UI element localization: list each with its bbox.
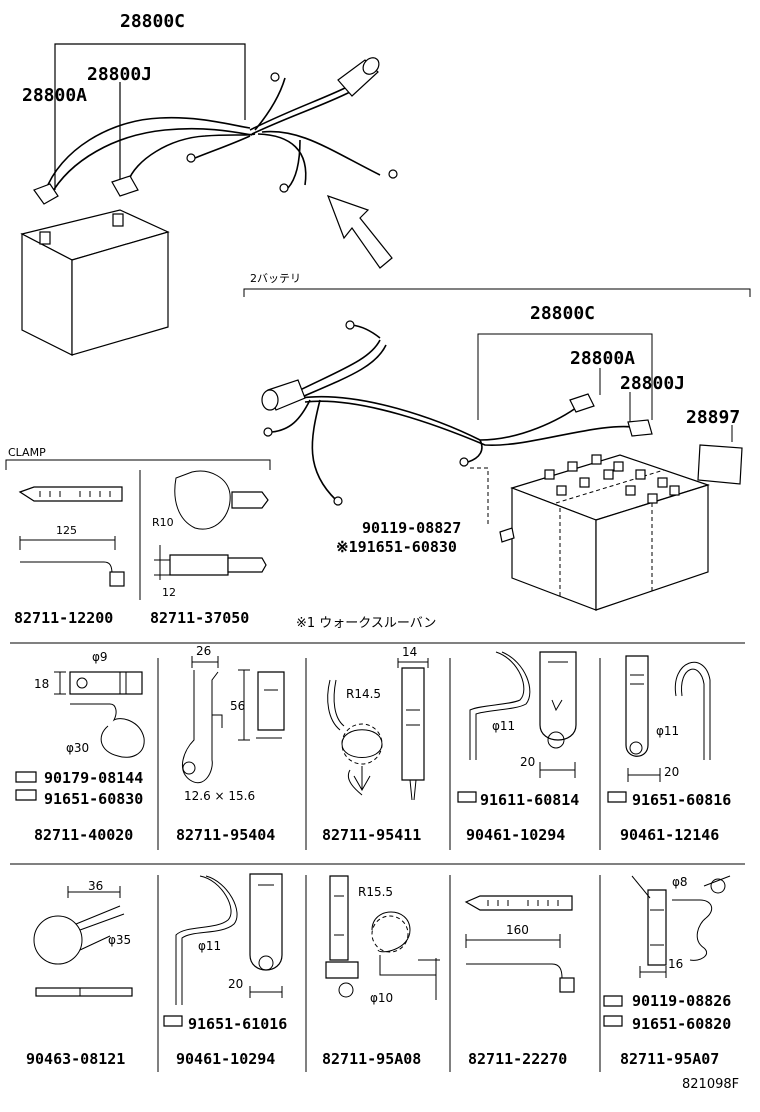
r3c2-bolt: 91651-61016 bbox=[188, 1015, 287, 1033]
dual-battery-group: 2バッテリ bbox=[243, 272, 751, 631]
r3c2-part: 90461-10294 bbox=[176, 1050, 275, 1068]
r2c2-dim-hole: 12.6 × 15.6 bbox=[184, 789, 255, 803]
label-28800a-top: 28800A bbox=[22, 85, 87, 106]
r2c4-dim-20: 20 bbox=[520, 755, 535, 769]
r2c4-part: 90461-10294 bbox=[466, 826, 565, 844]
r3c3-drawing bbox=[325, 875, 440, 1000]
bolt-part-90119-08827: 90119-08827 bbox=[362, 519, 461, 537]
r2c1-drawing bbox=[15, 671, 145, 801]
r2c1-part: 82711-40020 bbox=[34, 826, 133, 844]
r3c5-part: 82711-95A07 bbox=[620, 1050, 719, 1068]
r2c3-drawing bbox=[327, 658, 429, 801]
terminal-ring-dual-3 bbox=[333, 496, 343, 506]
r3c3-dim-r15-5: R15.5 bbox=[358, 885, 393, 899]
r3c5-drawing bbox=[603, 875, 731, 1027]
terminal-ring-top-3 bbox=[279, 183, 289, 193]
r3c2-dim-20: 20 bbox=[228, 977, 243, 991]
r3c3-dim-phi10: φ10 bbox=[370, 991, 393, 1005]
label-28800c-top: 28800C bbox=[120, 11, 185, 32]
r3c4-dim-160: 160 bbox=[506, 923, 529, 937]
r2c2-dim-26: 26 bbox=[196, 644, 211, 658]
terminal-ring-top-2 bbox=[186, 153, 196, 163]
terminal-clamp-j-dual bbox=[627, 419, 653, 437]
r2c2-part: 82711-95404 bbox=[176, 826, 275, 844]
battery-dual bbox=[510, 454, 710, 611]
clamp-group: CLAMP 125 R10 12 82711-12200 82711-37050 bbox=[5, 446, 271, 627]
r3c1-dim-36: 36 bbox=[88, 879, 103, 893]
r3c4-part: 82711-22270 bbox=[468, 1050, 567, 1068]
connector-top bbox=[337, 57, 380, 97]
band-clamp-2-drawing bbox=[154, 470, 269, 580]
label-28897: 28897 bbox=[686, 407, 740, 428]
direction-arrow bbox=[326, 195, 393, 269]
terminal-ring-dual-2 bbox=[263, 427, 273, 437]
r3c4-drawing bbox=[464, 895, 575, 993]
bolt-part-91651-60830: ※191651-60830 bbox=[336, 538, 457, 556]
dual-battery-title: 2バッテリ bbox=[250, 272, 301, 285]
harness-wires-top bbox=[44, 77, 381, 197]
connector-dual bbox=[261, 379, 306, 411]
r3c5-bolt-91651-60820: 91651-60820 bbox=[632, 1015, 731, 1033]
r2c5-part: 90461-12146 bbox=[620, 826, 719, 844]
r3c3-part: 82711-95A08 bbox=[322, 1050, 421, 1068]
band-clamp-1-drawing bbox=[18, 486, 125, 587]
bolt-icon-dual bbox=[499, 527, 515, 543]
label-28800j-dual: 28800J bbox=[620, 373, 685, 394]
battery-top bbox=[20, 209, 170, 356]
r2c5-bolt: 91651-60816 bbox=[632, 791, 731, 809]
terminal-clamp-j-top bbox=[111, 175, 139, 197]
r3c5-dim-16: 16 bbox=[668, 957, 683, 971]
label-28800c-dual: 28800C bbox=[530, 303, 595, 324]
r2c4-bolt: 91611-60814 bbox=[480, 791, 579, 809]
r2c3-dim-14: 14 bbox=[402, 645, 417, 659]
clamp-title: CLAMP bbox=[8, 446, 46, 459]
r2c5-drawing bbox=[607, 655, 711, 803]
dashed-leader-bolt bbox=[470, 467, 489, 525]
clamp-bracket bbox=[5, 459, 271, 470]
label-28800j-top: 28800J bbox=[87, 64, 152, 85]
clamp-dim-r10: R10 bbox=[152, 516, 174, 529]
terminal-ring-dual-1 bbox=[345, 320, 355, 330]
r2c4-dim-phi11: φ11 bbox=[492, 719, 515, 733]
battery-dual-caps bbox=[544, 454, 680, 504]
r2c3-part: 82711-95411 bbox=[322, 826, 421, 844]
terminal-ring-dual-4 bbox=[459, 457, 469, 467]
r2c1-dim-phi30: φ30 bbox=[66, 741, 89, 755]
leader-28800c-top bbox=[54, 43, 246, 120]
label-28800a-dual: 28800A bbox=[570, 348, 635, 369]
r2c3-dim-r14-5: R14.5 bbox=[346, 687, 381, 701]
r3c1-part: 90463-08121 bbox=[26, 1050, 125, 1068]
r2c2-drawing bbox=[181, 656, 285, 783]
r3c2-drawing bbox=[163, 873, 283, 1027]
r2c5-dim-phi11: φ11 bbox=[656, 724, 679, 738]
clamp-part-82711-37050: 82711-37050 bbox=[150, 609, 249, 627]
clamp-part-82711-12200: 82711-12200 bbox=[14, 609, 113, 627]
harness-wires-dual bbox=[271, 324, 641, 501]
r2c1-dim-phi9: φ9 bbox=[92, 650, 108, 664]
clamp-dim-12: 12 bbox=[162, 586, 176, 599]
r2c4-drawing bbox=[457, 651, 577, 803]
r3c1-dim-phi35: φ35 bbox=[108, 933, 131, 947]
r2c1-bolt-90179-08144: 90179-08144 bbox=[44, 769, 143, 787]
clamp-dim-125: 125 bbox=[56, 524, 77, 537]
leader-28800c-dual bbox=[477, 333, 653, 420]
terminal-ring-top-4 bbox=[388, 169, 398, 179]
top-harness-group: 28800C 28800J 28800A bbox=[20, 11, 398, 356]
dual-battery-bracket bbox=[243, 288, 751, 297]
r3c5-bolt-90119-08826: 90119-08826 bbox=[632, 992, 731, 1010]
r2c2-dim-56: 56 bbox=[230, 699, 245, 713]
label-sticker-28897 bbox=[697, 444, 743, 485]
r3c2-dim-phi11: φ11 bbox=[198, 939, 221, 953]
walkthrough-van-note: ※1 ウォークスルーバン bbox=[296, 616, 436, 631]
terminal-ring-top-1 bbox=[270, 72, 280, 82]
illustration-code: 821098F bbox=[682, 1077, 739, 1092]
r2c5-dim-20: 20 bbox=[664, 765, 679, 779]
r2c1-dim-18: 18 bbox=[34, 677, 49, 691]
terminal-clamp-a-top bbox=[33, 183, 59, 205]
r2c1-bolt-91651-60830: 91651-60830 bbox=[44, 790, 143, 808]
r3c5-dim-phi8: φ8 bbox=[672, 875, 688, 889]
terminal-clamp-a-dual bbox=[569, 393, 595, 413]
r3c1-drawing bbox=[33, 886, 133, 997]
